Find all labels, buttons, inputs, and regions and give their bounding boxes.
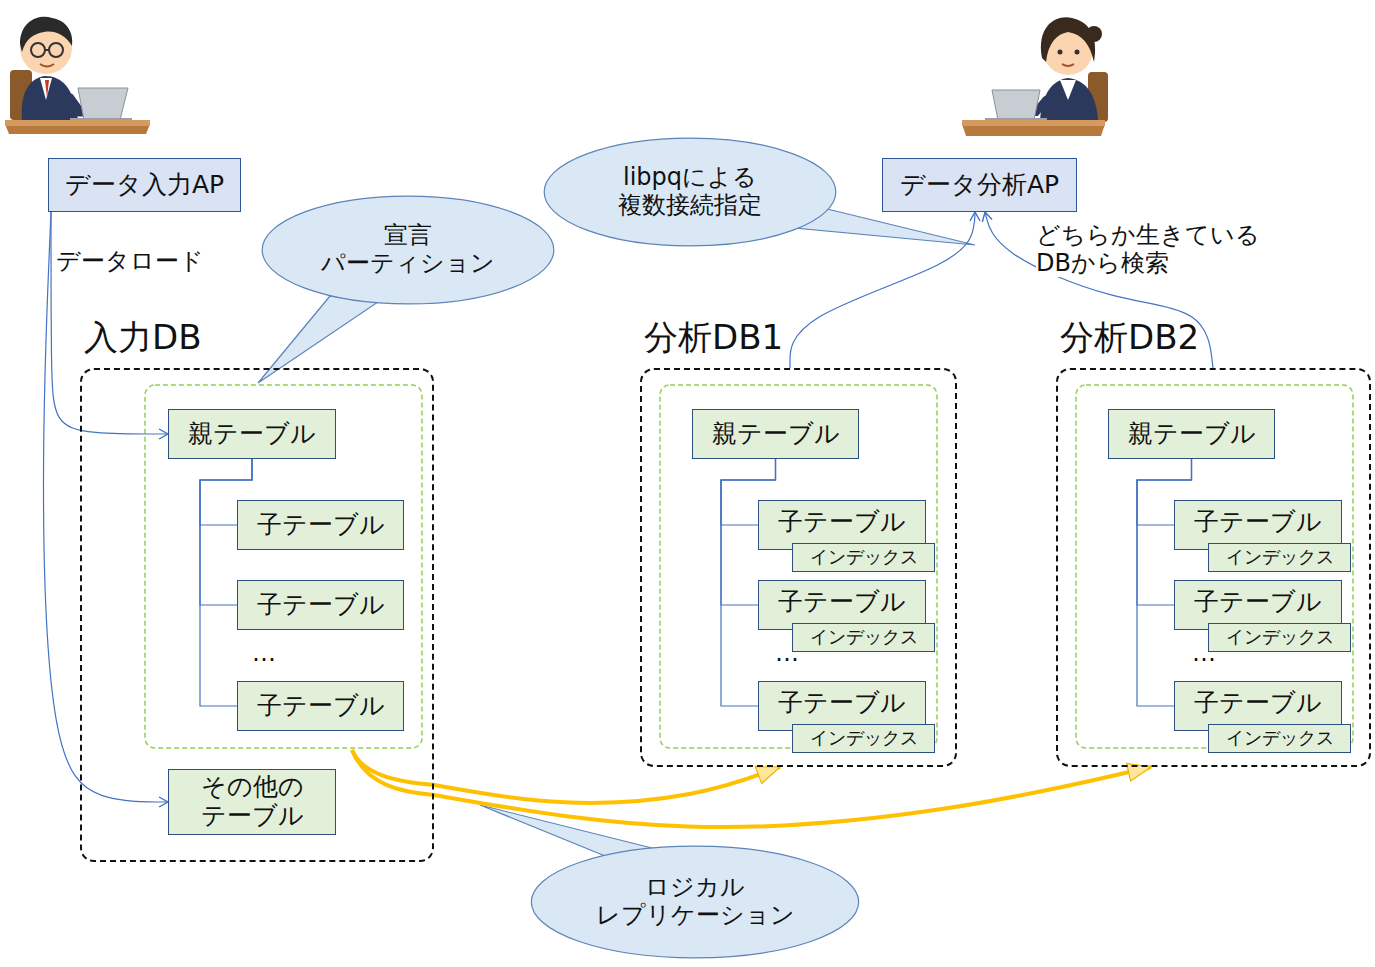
flow-arrow	[43, 212, 168, 802]
callout-ellipse-shape	[544, 138, 836, 246]
node-label: データ分析AP	[900, 171, 1059, 200]
ellipsis-mark: …	[1192, 640, 1216, 668]
ellipsis-mark: …	[252, 640, 276, 668]
index-box: インデックス	[792, 724, 935, 753]
table-box: 子テーブルインデックス	[1174, 681, 1342, 731]
ellipsis-mark: …	[775, 640, 799, 668]
application-box: データ分析AP	[882, 158, 1077, 212]
woman-illustration	[962, 17, 1108, 136]
node-label: インデックス	[810, 728, 918, 749]
node-label: 子テーブル	[257, 591, 385, 620]
node-label: データ入力AP	[65, 171, 224, 200]
node-label: インデックス	[1226, 547, 1334, 568]
node-label: 子テーブル	[257, 511, 385, 540]
index-box: インデックス	[1208, 543, 1351, 572]
group-heading: 分析DB2	[1060, 318, 1199, 357]
node-label: 子テーブル	[1194, 689, 1322, 718]
callout-bubble: 宣言 パーティション	[261, 195, 555, 305]
database-group: 分析DB1親テーブル子テーブルインデックス子テーブルインデックス子テーブルインデ…	[640, 368, 957, 767]
node-label: 子テーブル	[778, 508, 906, 537]
replication-arrow	[434, 767, 780, 803]
table-box: 子テーブルインデックス	[1174, 500, 1342, 550]
index-box: インデックス	[1208, 724, 1351, 753]
replication-arrow	[434, 767, 1151, 827]
table-box: 親テーブル	[168, 409, 336, 459]
replication-stub	[352, 750, 435, 795]
node-label: 親テーブル	[188, 420, 316, 449]
node-label: インデックス	[1226, 627, 1334, 648]
table-box: 親テーブル	[692, 409, 859, 459]
node-label: 親テーブル	[712, 420, 840, 449]
edge-label: データロード	[56, 248, 204, 276]
table-box: 子テーブルインデックス	[758, 681, 926, 731]
node-label: その他の テーブル	[201, 773, 304, 831]
node-label: ロジカル レプリケーション	[596, 874, 795, 929]
table-box: その他の テーブル	[168, 769, 336, 835]
edge-label: どちらか生きている DBから検索	[1036, 222, 1260, 277]
partition-group	[145, 385, 422, 748]
table-box: 子テーブル	[237, 681, 404, 731]
table-box: 子テーブルインデックス	[758, 580, 926, 630]
table-box: 子テーブルインデックス	[1174, 580, 1342, 630]
node-label: 宣言 パーティション	[321, 222, 495, 277]
table-box: 子テーブル	[237, 500, 404, 550]
node-label: 子テーブル	[778, 588, 906, 617]
database-group: 入力DB親テーブル子テーブル子テーブル子テーブルその他の テーブル	[80, 368, 434, 862]
index-box: インデックス	[792, 623, 935, 652]
flow-arrow	[790, 212, 975, 368]
callout-bubble: libpqによる 複数接続指定	[543, 137, 837, 247]
group-heading: 入力DB	[84, 318, 202, 357]
table-box: 親テーブル	[1108, 409, 1275, 459]
table-box: 子テーブル	[237, 580, 404, 630]
index-box: インデックス	[1208, 623, 1351, 652]
node-label: 子テーブル	[778, 689, 906, 718]
node-label: 子テーブル	[257, 692, 385, 721]
callout-ellipse-shape	[531, 846, 858, 958]
group-heading: 分析DB1	[644, 318, 783, 357]
node-label: 親テーブル	[1128, 420, 1256, 449]
callout-ellipse-shape	[262, 196, 554, 304]
index-box: インデックス	[792, 543, 935, 572]
node-label: インデックス	[810, 547, 918, 568]
node-label: 子テーブル	[1194, 508, 1322, 537]
node-label: インデックス	[1226, 728, 1334, 749]
callout-bubble: ロジカル レプリケーション	[530, 845, 860, 959]
partition-group	[1076, 385, 1353, 748]
node-label: libpqによる 複数接続指定	[618, 164, 762, 219]
node-label: インデックス	[810, 627, 918, 648]
database-group: 分析DB2親テーブル子テーブルインデックス子テーブルインデックス子テーブルインデ…	[1056, 368, 1371, 767]
partition-group	[660, 385, 937, 748]
node-label: 子テーブル	[1194, 588, 1322, 617]
table-box: 子テーブルインデックス	[758, 500, 926, 550]
application-box: データ入力AP	[48, 158, 241, 212]
man-illustration	[5, 17, 150, 134]
